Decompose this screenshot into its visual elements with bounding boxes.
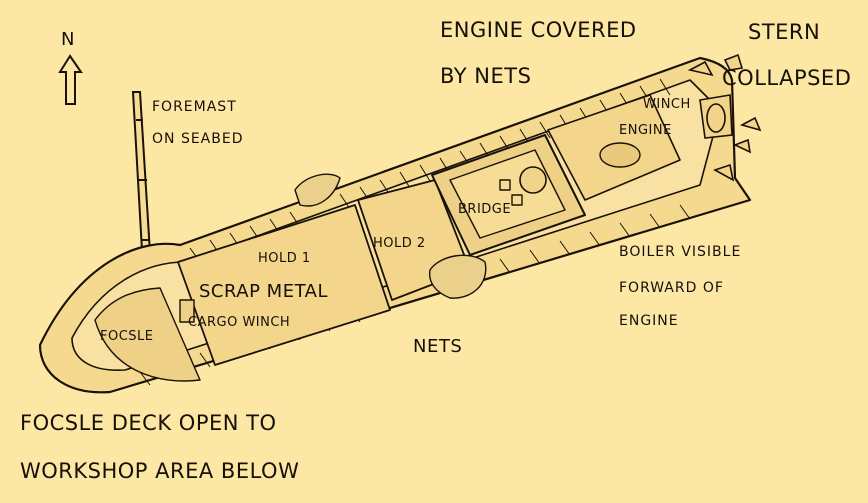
label-engine-covered: ENGINE COVERED [440, 18, 637, 42]
label-forward-of: FORWARD OF [619, 280, 724, 296]
ship-hull [38, 56, 752, 394]
label-nets: NETS [413, 336, 463, 357]
label-by-nets: BY NETS [440, 64, 532, 88]
label-focsle-deck: FOCSLE DECK OPEN TO [20, 411, 277, 435]
label-scrap-metal: SCRAP METAL [199, 281, 329, 302]
label-boiler-visible: BOILER VISIBLE [619, 244, 742, 260]
label-bridge: BRIDGE [458, 202, 512, 217]
label-hold-2: HOLD 2 [373, 236, 426, 251]
label-foremast: FOREMAST [152, 99, 237, 115]
label-collapsed: COLLAPSED [722, 66, 852, 90]
label-winch: WINCH [643, 97, 691, 112]
compass-letter: N [61, 29, 75, 50]
label-engine: ENGINE [619, 313, 679, 329]
label-hold-1: HOLD 1 [258, 251, 311, 266]
label-winch-engine: ENGINE [619, 123, 672, 138]
north-arrow-icon [58, 54, 83, 105]
label-workshop-area: WORKSHOP AREA BELOW [20, 459, 300, 483]
label-on-seabed: ON SEABED [152, 131, 244, 147]
label-stern: STERN [748, 20, 821, 44]
stern-debris [687, 53, 762, 182]
label-focsle: FOCSLE [100, 329, 154, 344]
label-cargo-winch: CARGO WINCH [188, 315, 291, 330]
